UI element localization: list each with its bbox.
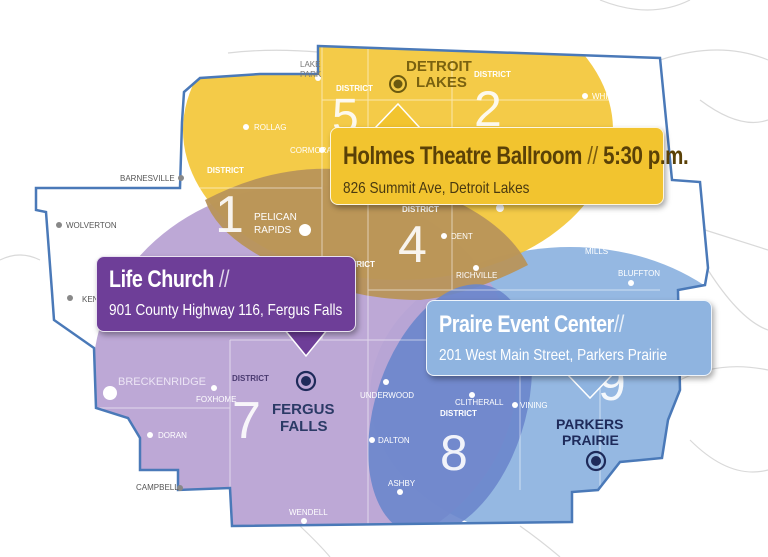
town-label: CORMORANT bbox=[290, 146, 343, 155]
town-label: UNDERWOOD bbox=[360, 391, 414, 400]
town-label: RAPIDS bbox=[254, 225, 292, 236]
hub-name-line1: DETROIT bbox=[406, 58, 472, 75]
town-label: RICHVILLE bbox=[456, 271, 497, 280]
town-label: BLUFFTON bbox=[618, 269, 660, 278]
district-1-number: 1 bbox=[215, 186, 244, 244]
town-label: BRECKENRIDGE bbox=[118, 376, 206, 388]
district-4-label: DISTRICT bbox=[402, 205, 439, 214]
hub-name-line2: FALLS bbox=[280, 418, 328, 435]
district-8-label: DISTRICT bbox=[440, 409, 477, 418]
district-7-label: DISTRICT bbox=[232, 374, 269, 383]
event-title: Holmes Theatre Ballroom // 5:30 p.m. bbox=[343, 142, 689, 170]
town-label: CLITHERALL bbox=[455, 398, 504, 407]
event-callout-prairie[interactable]: Praire Event Center// 201 West Main Stre… bbox=[426, 300, 712, 376]
district-5-label: DISTRICT bbox=[336, 84, 373, 93]
town-label: WHITE LAKE bbox=[592, 92, 640, 101]
hub-detroit-lakes: DETROIT LAKES bbox=[389, 58, 472, 93]
town-label: DALTON bbox=[378, 436, 410, 445]
town-label: LAKE bbox=[300, 60, 320, 69]
town-label: KENT bbox=[82, 295, 103, 304]
district-8-number: 8 bbox=[440, 425, 468, 481]
event-address: 901 County Highway 116, Fergus Falls bbox=[109, 302, 343, 319]
hub-name-line1: PARKERS bbox=[556, 416, 623, 432]
town-label: FOXHOME bbox=[196, 395, 236, 404]
town-label: ROLLAG bbox=[254, 123, 286, 132]
town-label: PARK bbox=[300, 70, 322, 79]
hub-name-line2: LAKES bbox=[416, 74, 467, 91]
hub-parkers-prairie: PARKERS PRAIRIE bbox=[556, 416, 623, 472]
town-markers: LAKE PARK ROLLAG CORMORANT WHITE LAKE BA… bbox=[56, 60, 660, 524]
event-title: Life Church // bbox=[109, 266, 230, 293]
event-address: 201 West Main Street, Parkers Prairie bbox=[439, 347, 668, 364]
town-label: MILLS bbox=[585, 247, 608, 256]
district-1-label: DISTRICT bbox=[207, 166, 244, 175]
town-label: ASHBY bbox=[388, 479, 416, 488]
town-label: PELICAN bbox=[254, 212, 297, 223]
target-icon bbox=[585, 450, 607, 472]
event-callout-life-church[interactable]: Life Church // 901 County Highway 116, F… bbox=[96, 256, 356, 332]
district-2-label: DISTRICT bbox=[474, 70, 511, 79]
town-label: DORAN bbox=[158, 431, 187, 440]
event-title: Praire Event Center// bbox=[439, 311, 624, 338]
hub-name-line2: PRAIRIE bbox=[562, 432, 619, 448]
town-label: WOLVERTON bbox=[66, 221, 117, 230]
target-icon bbox=[389, 75, 407, 93]
town-label: BARNESVILLE bbox=[120, 174, 175, 183]
town-label: DENT bbox=[451, 232, 473, 241]
town-label: WENDELL bbox=[289, 508, 328, 517]
town-label: VINING bbox=[520, 401, 548, 410]
service-area-boundary bbox=[34, 44, 710, 528]
target-icon bbox=[295, 370, 317, 392]
district-7-number: 7 bbox=[232, 392, 261, 450]
district-6-label: DISTRICT bbox=[338, 260, 375, 269]
town-label: NEW YORK bbox=[569, 237, 613, 246]
hub-name-line1: FERGUS bbox=[272, 401, 335, 418]
town-label: CAMPBELL bbox=[136, 483, 179, 492]
event-address: 826 Summit Ave, Detroit Lakes bbox=[343, 180, 530, 197]
district-4-number: 4 bbox=[398, 216, 427, 274]
hub-fergus-falls: FERGUS FALLS bbox=[272, 370, 335, 435]
event-callout-holmes[interactable]: Holmes Theatre Ballroom // 5:30 p.m. 826… bbox=[330, 127, 689, 205]
